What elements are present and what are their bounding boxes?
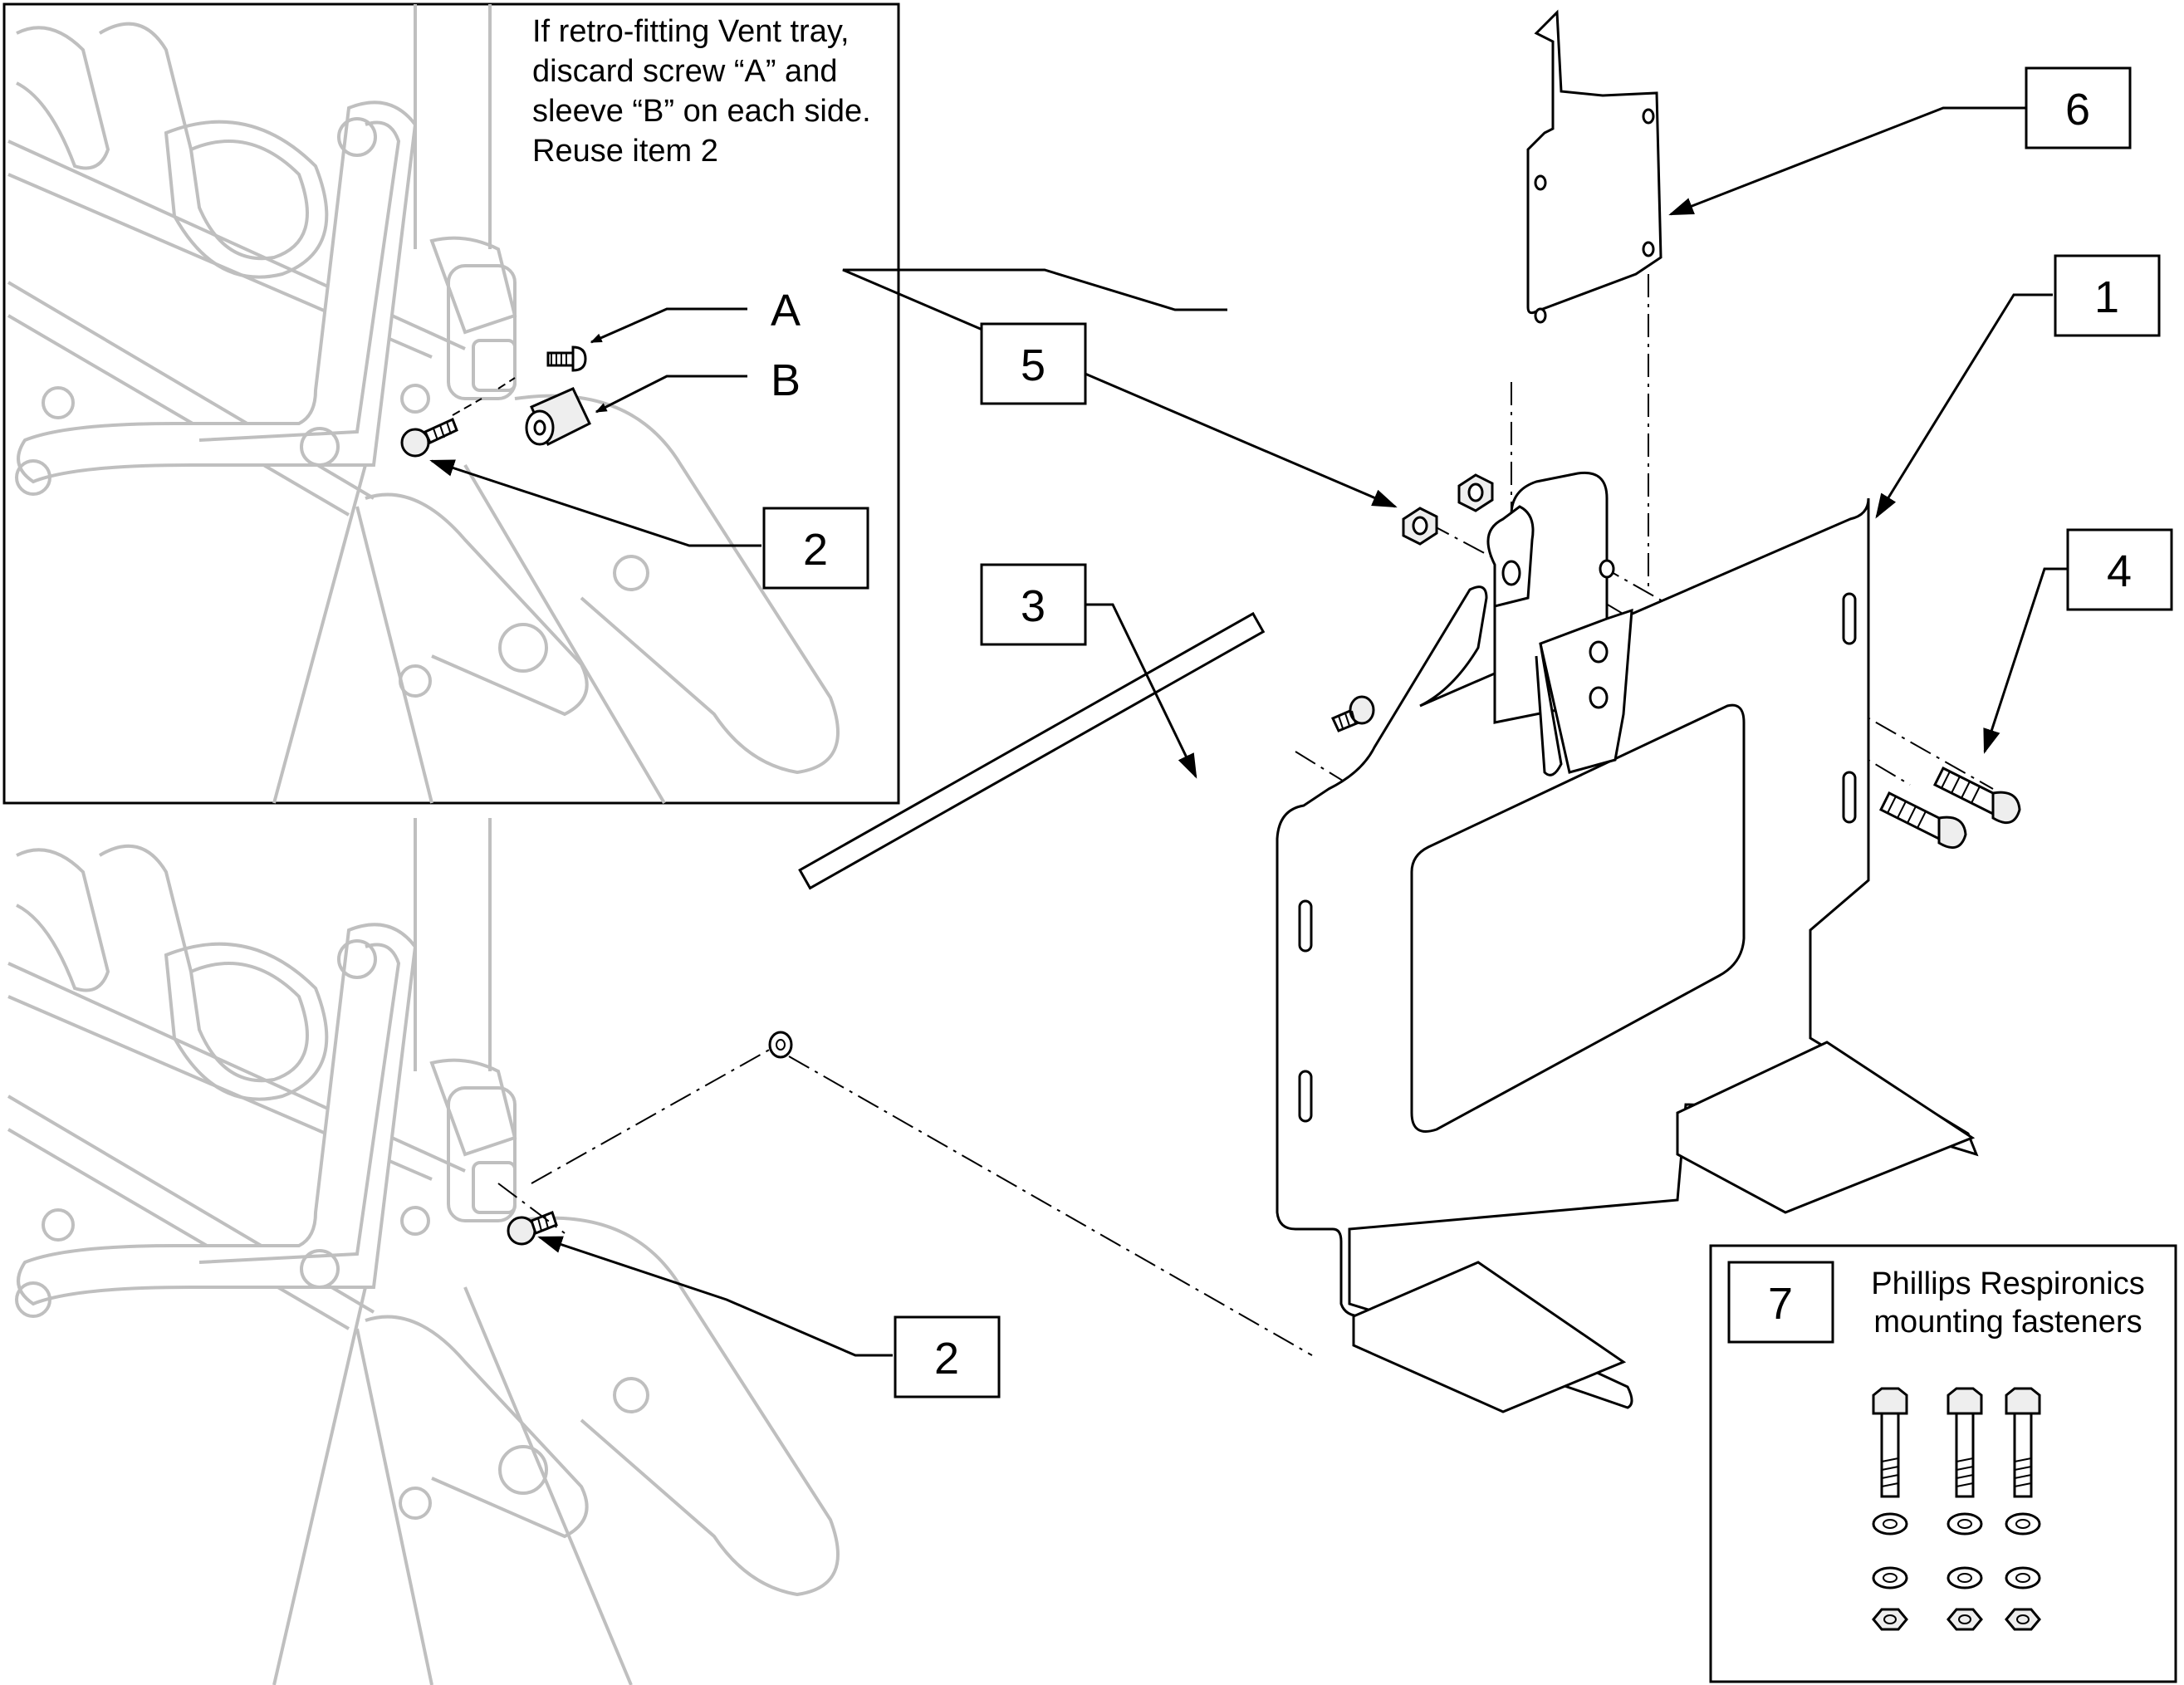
callout-2-main-label: 2 — [934, 1334, 959, 1384]
callout-4: 4 — [2066, 528, 2173, 611]
letter-a-label: A — [771, 286, 801, 336]
rod-item3 — [768, 611, 1266, 1059]
vent-plate-item6 — [1526, 9, 1662, 324]
callout-6-label: 6 — [2065, 85, 2090, 135]
kit-nuts — [1872, 1608, 2041, 1631]
callout-5-label: 5 — [1021, 340, 1045, 390]
callout-1-label: 1 — [2094, 272, 2119, 322]
sleeve-b — [525, 387, 591, 447]
callout-5: 5 — [980, 322, 1087, 405]
callout-6: 6 — [2025, 66, 2132, 149]
kit-washers-row2 — [1872, 1566, 2041, 1589]
screw-a — [546, 345, 587, 372]
inset-detail-view: A B If retro-fitting Vent tray, discard … — [2, 2, 900, 805]
inset-note-line2: discard screw “A” and — [532, 54, 837, 89]
callout-3: 3 — [980, 563, 1087, 646]
inset-note: If retro-fitting Vent tray, discard scre… — [532, 14, 871, 169]
inset-note-line1: If retro-fitting Vent tray, — [532, 14, 850, 49]
fastener-kit-box: 7 Phillips Respironics mounting fastener… — [1709, 1244, 2177, 1683]
callout-2-main: 2 — [894, 1315, 1001, 1398]
callout-2-inset: 2 — [762, 507, 869, 590]
letter-b-label: B — [771, 355, 801, 405]
rod-end-screw — [1330, 695, 1375, 732]
inset-frame — [2, 2, 900, 805]
inset-note-line3: sleeve “B” on each side. — [532, 94, 871, 129]
callout-4-label: 4 — [2107, 546, 2132, 596]
callout-7: 7 — [1727, 1261, 1834, 1344]
kit-title-line2: mounting fasteners — [1873, 1305, 2142, 1340]
bolts-item4 — [1878, 766, 2021, 850]
kit-washers-row1 — [1872, 1512, 2041, 1536]
inset-leaders — [429, 307, 761, 547]
tray-bracket-item1 — [1276, 471, 1979, 1413]
inset-note-line4: Reuse item 2 — [532, 134, 718, 169]
inset-wheelchair-frame-ghost — [7, 4, 840, 805]
callout-3-label: 3 — [1021, 581, 1045, 631]
callout-7-label: 7 — [1768, 1279, 1793, 1329]
main-screw-item2 — [507, 1211, 558, 1246]
callout-1: 1 — [2054, 254, 2161, 337]
kit-bolt-1 — [1872, 1387, 1908, 1498]
kit-bolt-3 — [2005, 1387, 2041, 1498]
kit-bolt-2 — [1947, 1387, 1983, 1498]
callout-2-inset-label: 2 — [803, 525, 828, 575]
main-wheelchair-frame-ghost — [7, 818, 840, 1685]
kit-title-line1: Phillips Respironics — [1871, 1266, 2144, 1301]
nuts-item5 — [1402, 473, 1494, 546]
inset-screw-item2 — [400, 377, 516, 458]
